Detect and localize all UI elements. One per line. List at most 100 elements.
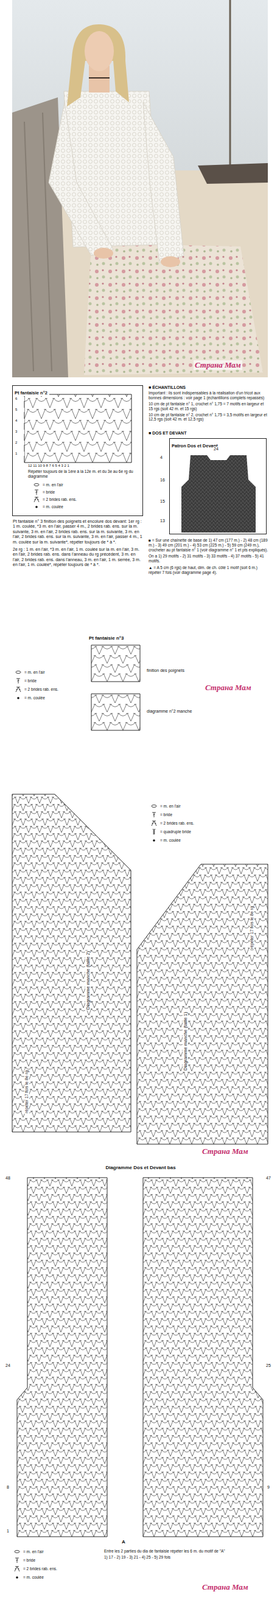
- watermark: Страна Мам: [193, 360, 243, 371]
- label-text: 10 cm de pt fantaisie n° 2, crochet n° 1…: [147, 412, 270, 423]
- label-text: Pt fantaisie n°3: [88, 635, 125, 642]
- stitch-stroke: [152, 821, 156, 822]
- legend-symbol: [13, 669, 24, 676]
- stitch-stroke: [18, 689, 21, 691]
- label-text: 6: [14, 396, 25, 402]
- legend-item: = 2 brides rab. ens.: [31, 496, 78, 503]
- legend-text: = 2 brides rab. ens.: [23, 1566, 58, 1572]
- chart-outline: [24, 394, 132, 463]
- slip-stitch-symbol: [17, 696, 20, 700]
- legend-symbol: [12, 1549, 22, 1556]
- stitch-stroke: [18, 678, 19, 684]
- legend-item: = m. en l'air: [13, 669, 47, 676]
- label-text: 15: [159, 499, 170, 504]
- label-text: 2e rg : 1 m. en l'air, *3 m. en l'air, 1…: [12, 547, 145, 568]
- legend-symbol: [149, 837, 159, 844]
- legend-symbol: [31, 496, 42, 503]
- legend-symbol: [13, 695, 24, 702]
- label-text: 4: [159, 455, 170, 461]
- legend-symbol: [149, 812, 159, 819]
- legend-text: = m. coulée: [160, 838, 181, 843]
- stitch-stroke: [16, 687, 21, 688]
- stitch-stroke: [152, 822, 154, 825]
- label-text: A: [121, 1539, 126, 1546]
- rotated-note: Diagramme manche (taille 1): [182, 1011, 189, 1072]
- chart-outline: [12, 794, 131, 1133]
- stitch-stroke: [36, 490, 38, 495]
- stitch-stroke: [18, 687, 21, 693]
- legend-item: = bride: [13, 678, 38, 685]
- photo: [12, 0, 268, 378]
- stitch-stroke: [17, 1568, 20, 1570]
- stitch-symbols: [122, 860, 280, 1145]
- stitch-stroke: [153, 832, 156, 834]
- stitch-stroke: [34, 497, 37, 503]
- stitch-stroke: [154, 821, 157, 826]
- stitch-stroke: [152, 829, 156, 830]
- label-text: ▲ = A 5 cm (6 rgs) de haut, dim. de ch. …: [147, 565, 270, 576]
- legend-item: = 2 brides rab. ens.: [13, 686, 60, 693]
- stitch-stroke: [37, 499, 39, 501]
- stitch-stroke: [17, 1566, 20, 1572]
- legend-item: = bride: [31, 489, 56, 496]
- watermark: Страна Мам: [200, 1146, 250, 1157]
- legend-symbol: [149, 803, 159, 810]
- stitch-stroke: [34, 499, 37, 501]
- label-text: 8: [6, 1485, 15, 1491]
- sleeve: [48, 102, 114, 256]
- label-text: 48: [4, 1176, 16, 1181]
- label-text: 5: [14, 407, 25, 413]
- chart-outline: [136, 864, 268, 1145]
- legend-text: = bride: [160, 812, 173, 817]
- stitch-stroke: [15, 1558, 19, 1559]
- label-text: 4: [14, 418, 25, 424]
- label-text: On a 1) 29 motifs - 2) 31 motifs - 3) 33…: [147, 553, 270, 564]
- slip-stitch-symbol: [15, 1576, 19, 1579]
- stitch-symbols: [0, 790, 147, 1133]
- legend-text: = m. en l'air: [42, 482, 64, 487]
- label-text: 25: [265, 1363, 277, 1369]
- legend-symbol: [31, 504, 42, 511]
- label-text: 16: [159, 477, 170, 483]
- legend-symbol: [31, 482, 42, 489]
- rotated-note: Diagramme manche (taille 2): [85, 950, 91, 1011]
- label-text: Important : ils sont indispensables à la…: [147, 390, 270, 401]
- hand: [160, 256, 181, 268]
- label-text: Répéter toujours de la 1ère à la 12e m. …: [27, 469, 139, 480]
- legend-symbol: [13, 678, 24, 685]
- stitch-stroke: [153, 833, 156, 836]
- sleeve: [143, 102, 184, 263]
- label-text: diagramme n°2 manche: [146, 709, 193, 714]
- chain-symbol: [15, 671, 21, 674]
- legend-item: = m. en l'air: [31, 482, 65, 489]
- panel-title: Pt fantaisie n°2: [12, 389, 50, 397]
- label-text: finition des poignets: [146, 668, 186, 674]
- slip-stitch-symbol: [152, 839, 156, 842]
- stitch-stroke: [34, 497, 39, 498]
- rotated-note: répéter 17 fois le 8e rg: [24, 1070, 30, 1114]
- stitch-symbols: [2, 387, 158, 463]
- stitch-stroke: [35, 491, 38, 493]
- stitch-stroke: [15, 687, 19, 693]
- legend-symbol: [13, 686, 24, 693]
- legend-symbol: [149, 829, 159, 836]
- label-text: ■ ÉCHANTILLONS: [147, 385, 270, 391]
- garment-schematic: [181, 455, 256, 533]
- legend-item: = m. en l'air: [149, 803, 182, 810]
- legend-item: = m. en l'air: [12, 1549, 46, 1556]
- legend-text: = bride: [42, 490, 55, 495]
- label-text: 47: [265, 1176, 277, 1181]
- section-title: Diagramme Dos et Devant bas: [0, 1165, 280, 1172]
- label-text: ■ = Sur une chaînette de base de 1) 47 c…: [147, 538, 270, 553]
- stitch-stroke: [16, 678, 21, 680]
- legend-text: = m. en l'air: [160, 804, 181, 809]
- stitch-symbols: [70, 646, 167, 682]
- stitch-stroke: [14, 1566, 18, 1572]
- chart-outline: [17, 1177, 108, 1537]
- hand: [93, 247, 114, 259]
- stitch-stroke: [153, 830, 156, 832]
- legend-item: = bride: [12, 1557, 37, 1564]
- skirt: [84, 243, 263, 375]
